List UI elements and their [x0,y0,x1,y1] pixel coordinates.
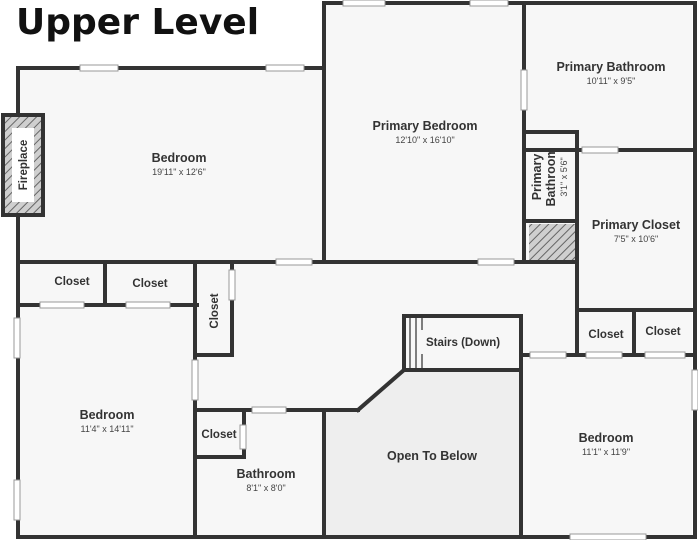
closet-hall-name: Closet [209,293,221,328]
primary-bedroom-name: Primary Bedroom [373,119,478,133]
primary-closet-dims: 7'5" x 10'6" [614,234,658,244]
closet-a-name: Closet [54,276,89,288]
primary-bathroom-small-line1: Primary [530,154,544,201]
bedroom-3-name: Bedroom [579,431,634,445]
primary-bedroom-dims: 12'10" x 16'10" [395,135,454,145]
closet-bath-name: Closet [201,429,236,441]
bedroom-1-name: Bedroom [152,151,207,165]
primary-closet-name: Primary Closet [592,218,681,232]
closet-d-name: Closet [645,326,680,338]
bathroom-name: Bathroom [236,467,295,481]
open-to-below-name: Open To Below [387,449,477,463]
primary-bathroom-small-line2: Bathroom [544,147,558,206]
plan-title: Upper Level [16,2,259,43]
open-to-below-area [326,370,521,536]
bedroom-2-name: Bedroom [80,408,135,422]
primary-bathroom-dims: 10'11" x 9'5" [587,76,636,86]
hatched-shaft [529,224,575,260]
bathroom-dims: 8'1" x 8'0" [246,483,285,493]
windows [13,0,698,540]
closet-c-name: Closet [588,329,623,341]
fireplace-label: Fireplace [18,140,30,191]
bedroom-1-dims: 19'11" x 12'6" [152,167,206,177]
bedroom-2-dims: 11'4" x 14'11" [80,424,133,434]
primary-bathroom-small-dims: 3'1" x 5'6" [559,157,569,196]
stairs-label-bg [420,330,506,354]
stairs-label: Stairs (Down) [426,337,500,349]
closet-b-name: Closet [132,278,167,290]
primary-bathroom-name: Primary Bathroom [556,60,665,74]
fireplace-label-bg [12,128,34,202]
bedroom-3-dims: 11'1" x 11'9" [582,447,630,457]
floor-fill-top [326,4,692,74]
